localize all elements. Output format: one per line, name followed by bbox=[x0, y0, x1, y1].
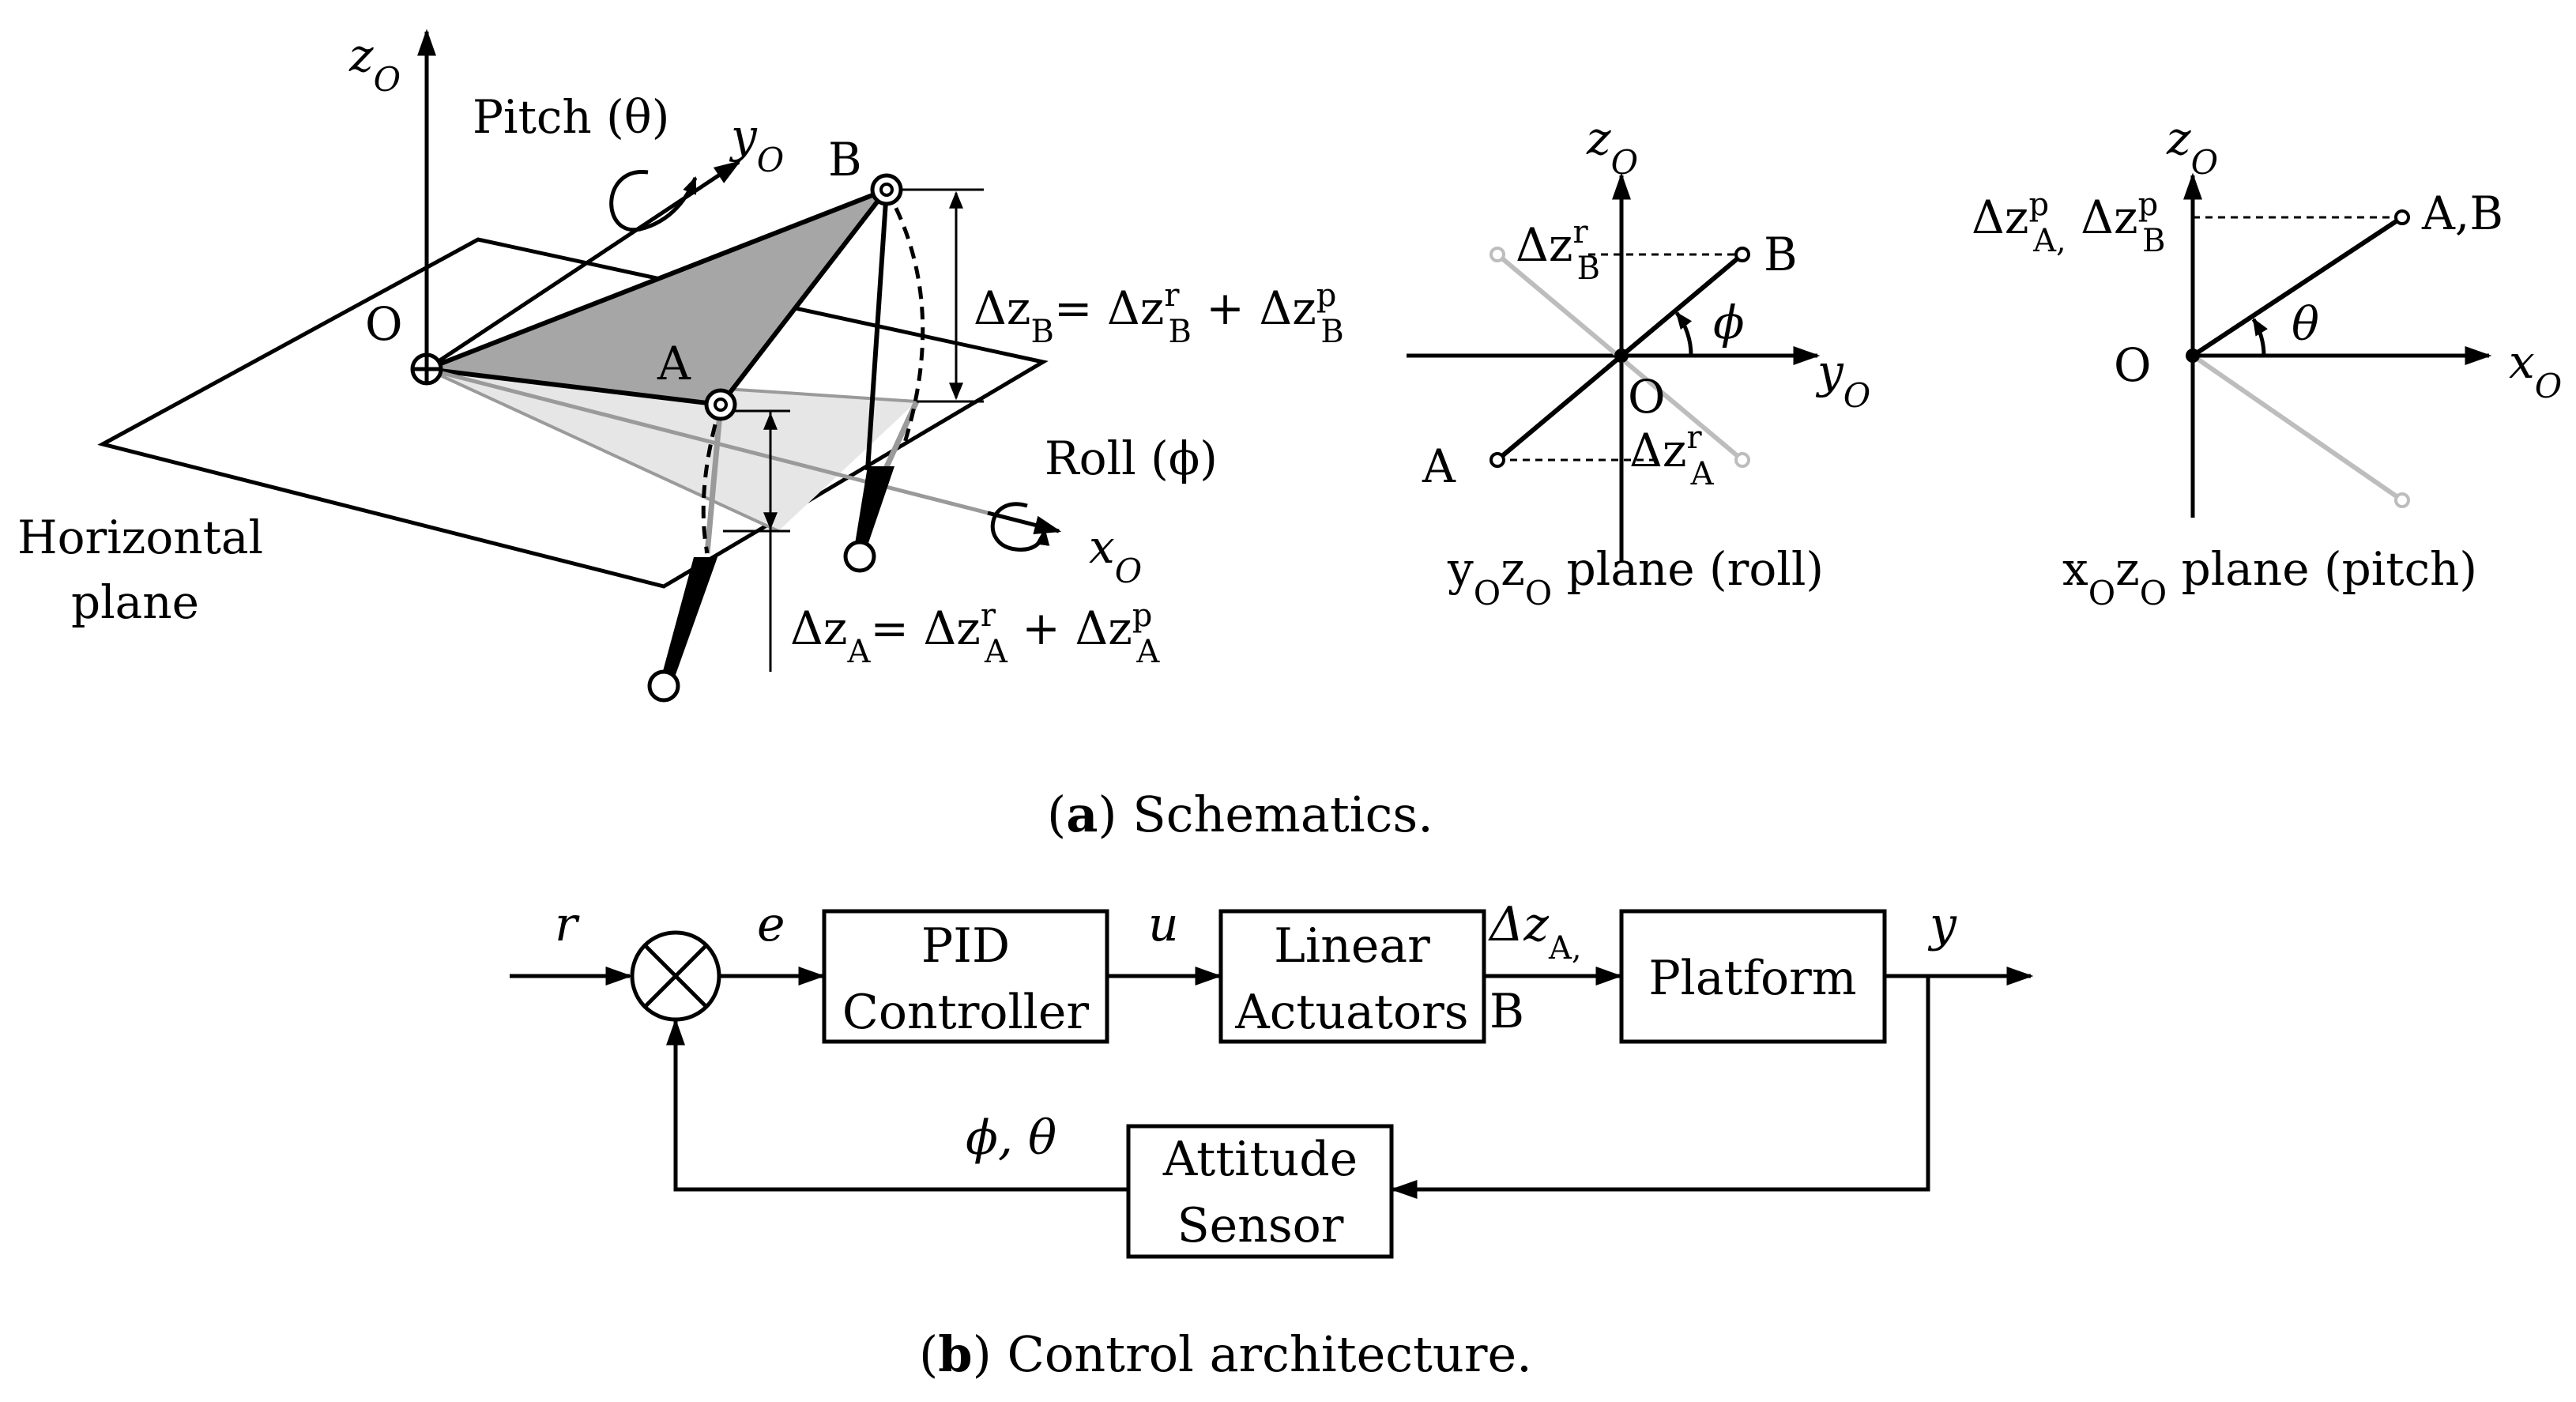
pitch-rotation-arrow bbox=[609, 170, 698, 232]
feedback-to-junction bbox=[666, 1018, 1128, 1192]
caption-b: (b) Control architecture. bbox=[919, 1325, 1532, 1383]
y-axis-label: yO bbox=[729, 109, 784, 179]
pitch-origin-label: O bbox=[2114, 338, 2152, 392]
leg-a-lower bbox=[661, 557, 717, 681]
level-triangle bbox=[427, 369, 917, 531]
roll-point-a bbox=[1489, 452, 1505, 468]
sensor-line2: Sensor bbox=[1177, 1198, 1344, 1253]
origin-label: O bbox=[365, 297, 403, 351]
arc-b bbox=[884, 188, 925, 443]
pitch-x-label: xO bbox=[2509, 335, 2562, 405]
pitch-ab-label: A,B bbox=[2421, 187, 2503, 240]
leg-b-upper bbox=[865, 189, 889, 471]
feedback-label: ϕ, θ bbox=[966, 1110, 1056, 1166]
actuators-line1: Linear bbox=[1274, 918, 1430, 974]
x-axis-tip bbox=[987, 511, 1062, 535]
plane-label-line1: Horizontal bbox=[17, 511, 263, 564]
level-edge-2 bbox=[426, 367, 779, 533]
x-axis bbox=[426, 367, 1060, 533]
joint-a-inner bbox=[714, 398, 728, 412]
leg-b-lower bbox=[855, 466, 894, 545]
platform-triangle bbox=[425, 184, 894, 408]
foot-b bbox=[843, 540, 876, 573]
signal-r: r bbox=[555, 897, 580, 952]
pitch-gray-point bbox=[2394, 492, 2410, 508]
roll-angle-label: ϕ bbox=[1713, 296, 1745, 349]
sensor-line1: Attitude bbox=[1162, 1132, 1358, 1187]
roll-gray-point-2 bbox=[1734, 452, 1750, 468]
roll-y-label: yO bbox=[1815, 345, 1870, 415]
signal-u: u bbox=[1148, 897, 1179, 952]
signal-y: y bbox=[1927, 897, 1957, 952]
roll-rotation-arrow bbox=[990, 502, 1050, 552]
perspective-schematic: zO yO xO O Pitch (θ) Roll (ϕ) B A Horizo… bbox=[17, 28, 1344, 703]
joint-b-inner bbox=[879, 183, 894, 197]
roll-gray-point-1 bbox=[1489, 247, 1505, 262]
feedback-to-sensor bbox=[1390, 976, 1930, 1199]
plane-label-line2: plane bbox=[71, 575, 199, 629]
point-b-label: B bbox=[828, 133, 862, 187]
arc-a bbox=[701, 404, 723, 554]
platform-label: Platform bbox=[1648, 951, 1856, 1006]
roll-b-label: B bbox=[1764, 228, 1798, 281]
pitch-angle-label: θ bbox=[2292, 297, 2319, 351]
pitch-black-line bbox=[2191, 215, 2404, 358]
roll-a-label: A bbox=[1422, 439, 1456, 493]
pitch-angle-arc bbox=[2251, 318, 2268, 356]
signal-dz: ΔzA, bbox=[1488, 897, 1582, 967]
leg-a-upper bbox=[704, 404, 724, 554]
roll-origin-dot bbox=[1614, 349, 1629, 363]
z-axis-label: zO bbox=[348, 28, 401, 99]
pid-line2: Controller bbox=[842, 985, 1089, 1040]
pid-line1: PID bbox=[921, 918, 1010, 974]
roll-caption: yOzO plane (roll) bbox=[1447, 542, 1824, 612]
signal-dz-sub2: B bbox=[1489, 984, 1524, 1039]
roll-z-label: zO bbox=[1586, 111, 1638, 182]
pitch-label: Pitch (θ) bbox=[473, 90, 669, 144]
pitch-origin-dot bbox=[2186, 349, 2200, 363]
platform-block bbox=[1619, 909, 1887, 1044]
x-axis-label: xO bbox=[1089, 520, 1142, 590]
actuators-line2: Actuators bbox=[1234, 985, 1468, 1040]
roll-angle-arc bbox=[1674, 311, 1693, 356]
pitch-point-ab bbox=[2394, 209, 2410, 225]
roll-point-b bbox=[1734, 247, 1750, 262]
pitch-caption: xOzO plane (pitch) bbox=[2062, 542, 2477, 612]
pitch-gray-line bbox=[2191, 353, 2404, 503]
roll-label: Roll (ϕ) bbox=[1045, 432, 1218, 485]
roll-origin-label: O bbox=[1628, 370, 1666, 424]
signal-e: e bbox=[757, 897, 785, 952]
foot-a bbox=[647, 669, 680, 703]
pitch-z-label: zO bbox=[2166, 111, 2218, 182]
caption-a: (a) Schematics. bbox=[1047, 786, 1433, 843]
horizontal-plane bbox=[97, 237, 1049, 589]
point-a-label: A bbox=[657, 337, 691, 390]
control-architecture: PID Controller Linear Actuators Platform… bbox=[510, 897, 2034, 1259]
junction-cross-2 bbox=[643, 944, 708, 1008]
